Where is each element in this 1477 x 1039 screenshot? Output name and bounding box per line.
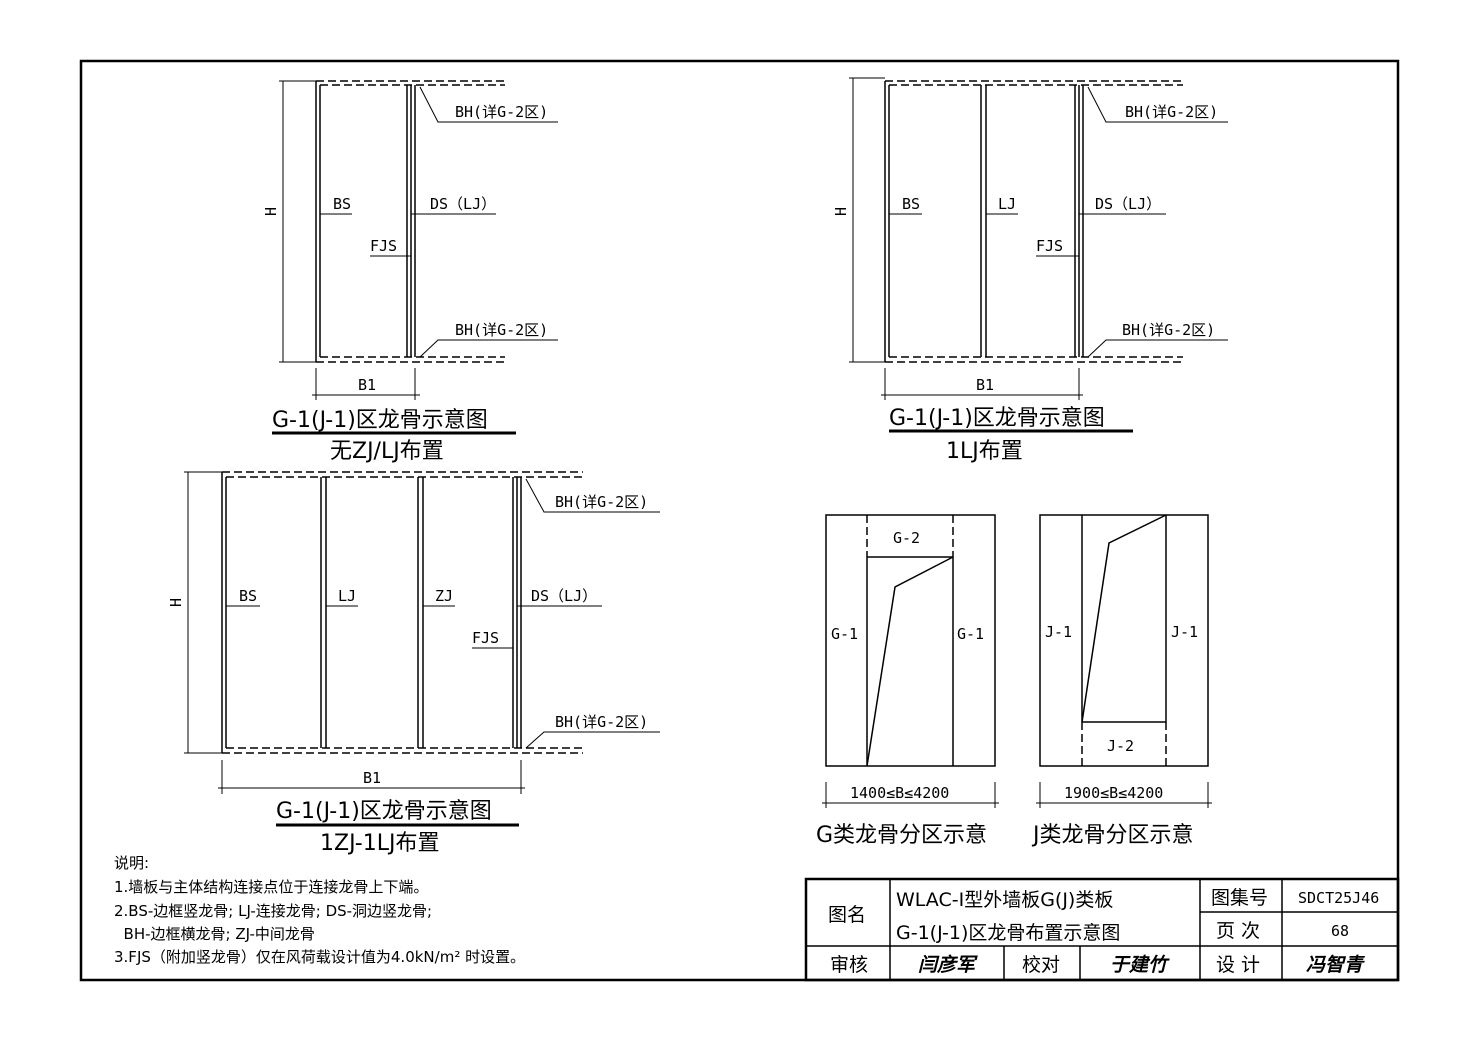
drawing-1zj-1lj [184, 471, 660, 827]
label-bh-top: BH(详G-2区) [1125, 103, 1218, 121]
drawing-name-line1: WLAC-Ⅰ型外墙板G(J)类板 [896, 889, 1113, 911]
page-value: 68 [1331, 922, 1349, 940]
review-signature: 闫彦军 [918, 954, 978, 976]
label-h: H [167, 598, 185, 607]
label-bh-top: BH(详G-2区) [555, 493, 648, 511]
zone-g1-right: G-1 [957, 625, 984, 643]
atlas-value: SDCT25J46 [1298, 889, 1379, 907]
review-label: 审核 [830, 954, 868, 976]
label-fjs: FJS [370, 237, 397, 255]
label-h: H [262, 207, 280, 216]
check-signature: 于建竹 [1110, 954, 1170, 976]
name-label: 图名 [828, 904, 866, 926]
g-zone-diagram [822, 514, 999, 808]
drawing-title: G-1(J-1)区龙骨示意图 [272, 408, 488, 433]
label-bh-bottom: BH(详G-2区) [1122, 321, 1215, 339]
drawing-name-line2: G-1(J-1)区龙骨布置示意图 [896, 922, 1120, 944]
label-b1: B1 [976, 376, 994, 394]
drawing-subtitle: 无ZJ/LJ布置 [330, 439, 444, 464]
label-lj: LJ [338, 587, 356, 605]
label-h: H [832, 207, 850, 216]
label-b1: B1 [363, 769, 381, 787]
atlas-label: 图集号 [1211, 887, 1268, 909]
zone-j2: J-2 [1107, 737, 1134, 755]
zone-g1-left: G-1 [831, 625, 858, 643]
label-fjs: FJS [1036, 237, 1063, 255]
note-item: BH-边框横龙骨; ZJ-中间龙骨 [114, 925, 315, 943]
j-zone-diagram [1036, 514, 1212, 808]
check-label: 校对 [1022, 954, 1060, 976]
label-ds: DS（LJ） [430, 195, 496, 213]
label-bs: BS [239, 587, 257, 605]
range-label: 1400≤B≤4200 [850, 784, 949, 802]
label-bh-top: BH(详G-2区) [455, 103, 548, 121]
label-bs: BS [333, 195, 351, 213]
sheet-border [79, 59, 1400, 982]
drawing-subtitle: 1ZJ-1LJ布置 [320, 831, 439, 856]
label-bh-bottom: BH(详G-2区) [455, 321, 548, 339]
label-fjs: FJS [472, 629, 499, 647]
label-lj: LJ [998, 195, 1016, 213]
zone-title: J类龙骨分区示意 [1031, 823, 1194, 848]
zone-j1-left: J-1 [1045, 623, 1072, 641]
drawing-subtitle: 1LJ布置 [946, 439, 1023, 464]
range-label: 1900≤B≤4200 [1064, 784, 1163, 802]
design-signature: 冯智青 [1306, 954, 1365, 976]
note-item: 2.BS-边框竖龙骨; LJ-连接龙骨; DS-洞边竖龙骨; [114, 902, 432, 920]
zone-g2: G-2 [893, 529, 920, 547]
design-label: 设 计 [1216, 954, 1260, 976]
notes-heading: 说明: [114, 854, 149, 872]
label-ds: DS（LJ） [531, 587, 597, 605]
label-bs: BS [902, 195, 920, 213]
drawing-title: G-1(J-1)区龙骨示意图 [276, 799, 492, 824]
drawing-1lj [849, 77, 1228, 433]
label-bh-bottom: BH(详G-2区) [555, 713, 648, 731]
label-ds: DS（LJ） [1095, 195, 1161, 213]
label-zj: ZJ [435, 587, 453, 605]
drawing-no-zj-lj [272, 80, 558, 435]
zone-title: G类龙骨分区示意 [816, 823, 987, 848]
note-item: 3.FJS（附加竖龙骨）仅在风荷载设计值为4.0kN/m² 时设置。 [114, 948, 525, 966]
title-block [804, 877, 1400, 982]
drawing-title: G-1(J-1)区龙骨示意图 [889, 406, 1105, 431]
page-label: 页 次 [1216, 920, 1260, 942]
label-b1: B1 [358, 376, 376, 394]
zone-j1-right: J-1 [1171, 623, 1198, 641]
note-item: 1.墙板与主体结构连接点位于连接龙骨上下端。 [114, 878, 428, 896]
